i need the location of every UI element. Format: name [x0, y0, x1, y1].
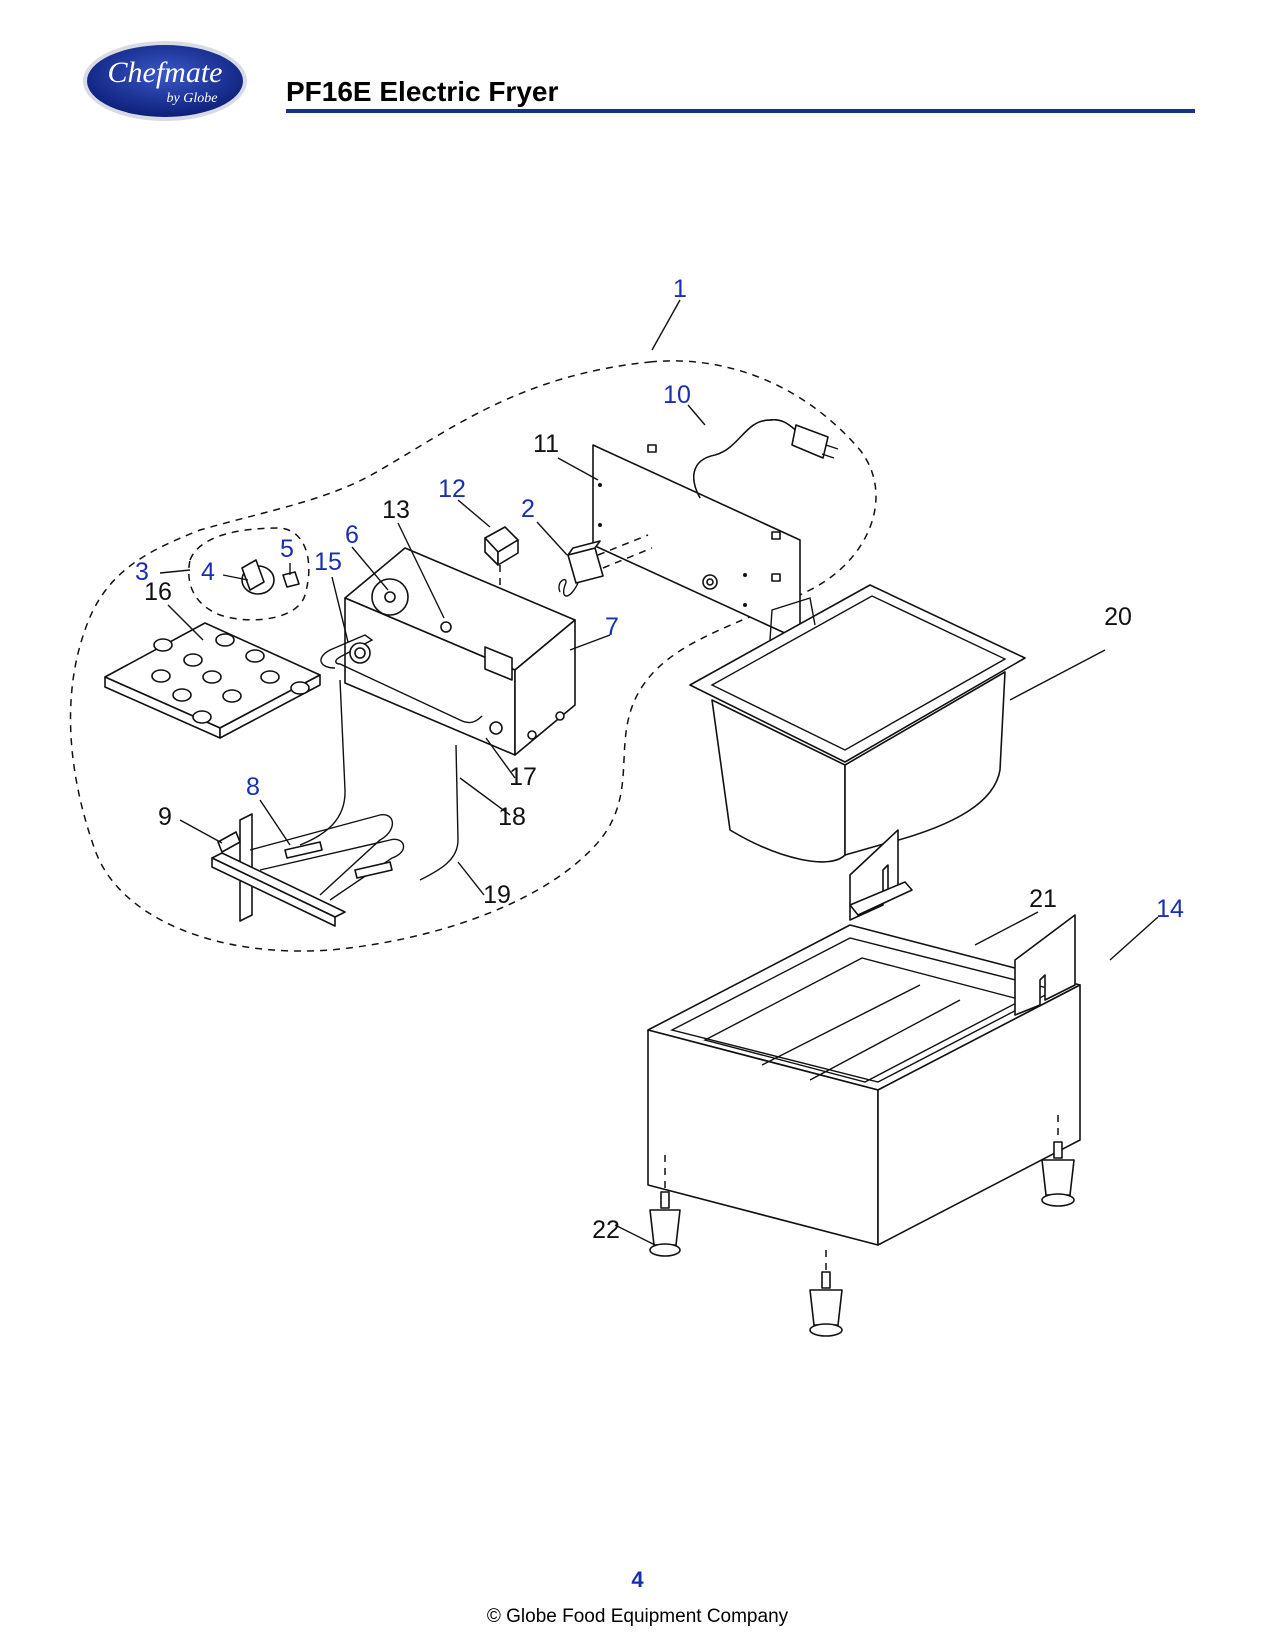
- callout-16: 16: [144, 578, 172, 606]
- callout-10: 10: [663, 381, 691, 409]
- logo-subtext: by Globe: [167, 91, 218, 106]
- callout-8: 8: [246, 773, 260, 801]
- callout-18: 18: [498, 803, 526, 831]
- power-cord: [693, 419, 839, 499]
- callout-12: 12: [438, 475, 466, 503]
- page-number: 4: [631, 1567, 644, 1592]
- callout-17: 17: [509, 763, 537, 791]
- leader-lines: [159, 299, 1159, 1246]
- callout-7: 7: [605, 613, 619, 641]
- mounting-brackets: [849, 829, 1076, 1016]
- element-bracket: [211, 813, 405, 927]
- callout-15: 15: [314, 548, 342, 576]
- back-panel: [592, 444, 801, 641]
- fry-pot: [689, 584, 1026, 863]
- leg-rear-right: [1041, 1115, 1075, 1207]
- callout-6: 6: [345, 521, 359, 549]
- leg-front-center: [809, 1250, 843, 1337]
- callout-2: 2: [521, 495, 535, 523]
- assembly-3-outline: [188, 527, 310, 621]
- copyright-notice: © Globe Food Equipment Company: [486, 1606, 789, 1627]
- assembly-1-outline: [69, 360, 877, 952]
- callout-19: 19: [483, 881, 511, 909]
- leg-front-left: [649, 1155, 681, 1257]
- callout-22: 22: [592, 1216, 620, 1244]
- callout-1: 1: [673, 275, 687, 303]
- callout-labels: 1 2 3 4 5 6 7 8 9 10 11 12 13 14 15 16 1…: [135, 275, 1184, 1244]
- screws: [647, 444, 781, 582]
- control-box: [344, 547, 576, 756]
- callout-4: 4: [201, 558, 215, 586]
- page-title: PF16E Electric Fryer: [286, 76, 559, 107]
- heating-element: [299, 634, 483, 881]
- callout-20: 20: [1104, 603, 1132, 631]
- callout-11: 11: [533, 430, 559, 458]
- rocker-switch: [484, 526, 519, 566]
- callout-9: 9: [158, 803, 172, 831]
- callout-5: 5: [280, 535, 294, 563]
- callout-3: 3: [135, 558, 149, 586]
- cabinet-legs: [649, 1115, 1075, 1337]
- callout-21: 21: [1029, 885, 1057, 913]
- logo-text: Chefmate: [108, 56, 223, 89]
- chefmate-logo: Chefmate by Globe: [83, 41, 247, 121]
- knob: [241, 559, 275, 595]
- knob-label: [282, 571, 300, 588]
- rack-plate: [104, 622, 321, 739]
- thermostat: [558, 540, 604, 597]
- header-divider: [286, 109, 1195, 113]
- cabinet: [647, 924, 1081, 1246]
- callout-13: 13: [382, 496, 410, 524]
- callout-14: 14: [1156, 895, 1184, 923]
